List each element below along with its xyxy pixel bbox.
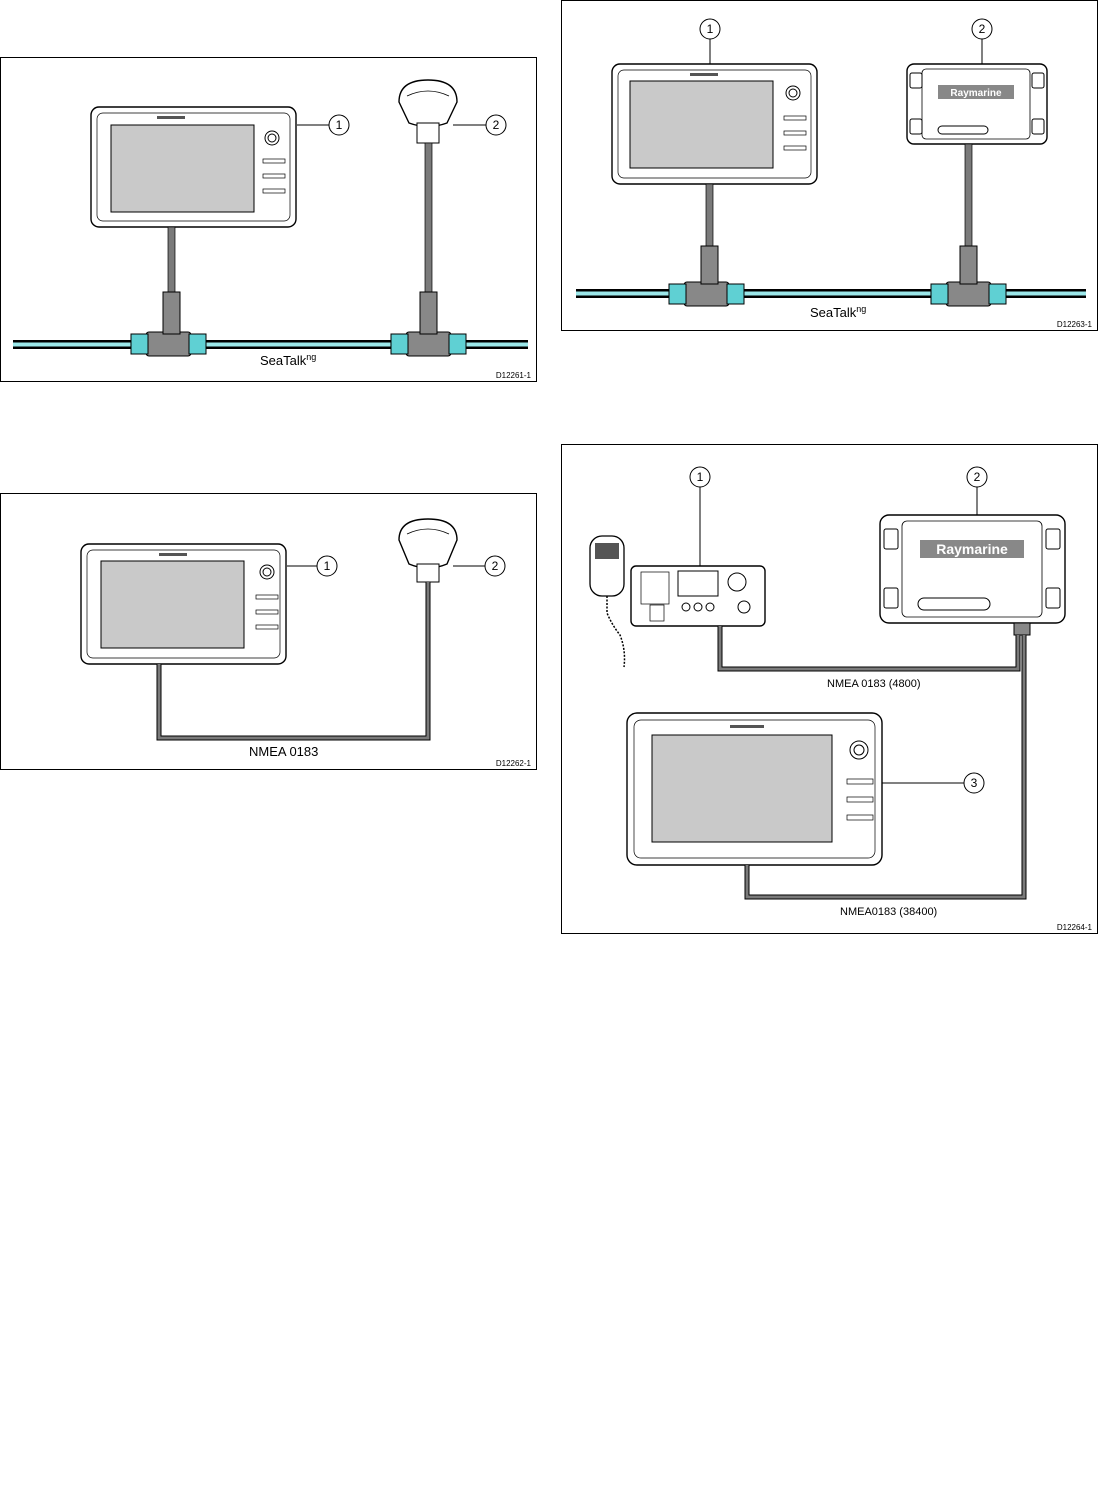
callout-1: 1 [324,559,331,573]
diagram-3-svg: 1 2 NMEA 0183 D12262-1 [1,494,538,771]
display-device [612,64,817,184]
diagram-3-panel: 1 2 NMEA 0183 D12262-1 [0,493,537,770]
callout-3: 3 [971,776,978,790]
bus-label: SeaTalkng [260,352,316,368]
t-connector [391,292,466,356]
figure-code: D12264-1 [1057,923,1093,932]
seatalk-backbone [576,289,1086,298]
diagram-4-panel: Raymarine 1 2 [561,444,1098,934]
display-device [81,544,286,664]
display-device [91,107,296,227]
vhf-radio [590,536,765,667]
gps-antenna [399,519,457,582]
callout-2: 2 [979,22,986,36]
bus-label: SeaTalkng [810,304,866,320]
t-connector [669,246,744,306]
figure-code: D12261-1 [496,371,532,380]
t-connector [131,292,206,356]
link-2-label: NMEA0183 (38400) [840,906,937,918]
display-device [627,713,882,865]
diagram-1-panel: 1 2 SeaTalkng D12261-1 [0,57,537,382]
callout-2: 2 [493,118,500,132]
t-connector [931,246,1006,306]
diagram-2-panel: Raymarine 1 [561,0,1098,331]
diagram-4-svg: Raymarine 1 2 [562,445,1098,935]
data-interface-box: Raymarine [880,515,1065,635]
callout-1: 1 [697,470,704,484]
link-label: NMEA 0183 [249,744,318,759]
figure-code: D12263-1 [1057,320,1093,329]
data-interface-box: Raymarine [907,64,1047,144]
callout-1: 1 [707,22,714,36]
figure-code: D12262-1 [496,759,532,768]
link-1-label: NMEA 0183 (4800) [827,678,921,690]
gps-antenna [399,80,457,143]
brand-logo: Raymarine [950,88,1002,99]
brand-logo: Raymarine [936,541,1008,557]
callout-1: 1 [336,118,343,132]
callout-2: 2 [974,470,981,484]
diagram-2-svg: Raymarine 1 [562,1,1098,332]
callout-2: 2 [492,559,499,573]
diagram-1-svg: 1 2 SeaTalkng D12261-1 [1,58,538,383]
